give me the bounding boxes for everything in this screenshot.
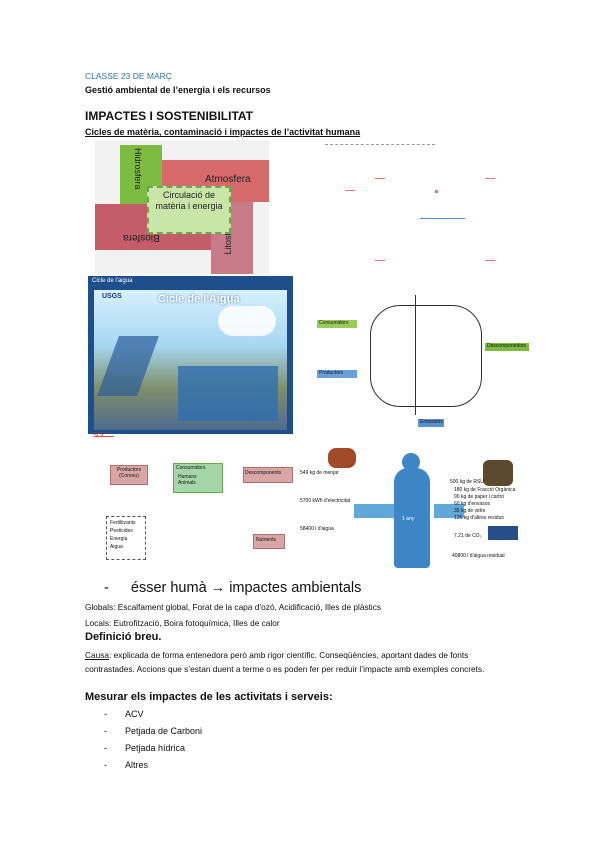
flow-productors: Productors (Conreu) [116,467,142,479]
center-label: Circulació de matèria i energia [155,190,223,211]
carbon-descomponedors: Descomponedors [487,343,527,349]
measure-item-carbon: -Petjada de Carboni [104,726,203,736]
hidrosfera-label: Hidrosfera [133,148,143,190]
flow-input-item: Energia [110,536,128,542]
water-cycle-image: Cicle de l'aigua USGS Cicle de l'Aigua [88,276,293,434]
flow-input-item: Pesticides [110,528,133,534]
human-right-item: 135 kg d'altres residus [454,515,504,521]
human-center: 1 any [402,516,415,522]
measure-item-water: -Petjada hídrica [104,743,186,753]
carbon-productors: Productors [319,370,344,376]
human-water-out: 40800 l d'aigua residual [452,553,505,559]
section-subtitle: Cicles de matèria, contaminació i impact… [85,127,361,137]
carbon-emissions: Emissions [420,419,443,425]
flow-descomponents: Descomponents [245,470,282,476]
usgs-logo: USGS [102,293,122,300]
class-date: CLASSE 23 DE MARÇ [85,71,172,81]
course-title: Gestió ambiental de l’energia i els recu… [85,85,271,95]
human-co2: 7.21 de CO₂ [454,533,482,539]
human-left-food: 549 kg de menjar [300,470,339,476]
section-title: IMPACTES I SOSTENIBILITAT [85,109,253,123]
human-left-elec: 5700 kWh d'electricitat [300,498,351,504]
flow-consumidors: Consumidors [176,465,206,471]
bullet-main: - ésser humà → impactes ambientals [104,580,361,596]
locals-line: Locals: Eutrofització, Boira fotoquímica… [85,618,280,628]
causa-label: Causa [85,650,109,660]
atmosfera-label: Atmosfera [205,174,251,185]
bullet-dash: - [104,580,109,596]
measure-title: Mesurar els impactes de les activitats i… [85,691,333,703]
flow-consumidor-item: Humans [178,474,197,480]
bullet-text: ésser humà → impactes ambientals [130,580,362,596]
water-banner: Cicle de l'aigua [92,278,133,284]
human-right-item: 180 kg de Fracció Orgànica [454,487,516,493]
flow-diagram: SOL Productors (Conreu) Consumidors Huma… [88,430,298,570]
flow-inputs: Fertilitzants Pesticides Energia Aigua [110,519,136,551]
measure-item-others: -Altres [104,760,149,770]
human-right-item: 90 kg de paper i cartró [454,494,505,500]
causa-text: : explicada de forma entenedora però amb… [85,650,485,674]
carbon-cycle-diagram: Consumidors Productors Descomponedors Em… [315,285,530,435]
definition-title: Definició breu. [85,631,162,643]
flow-nutrients: Nutrients [256,537,277,543]
flow-input-item: Fertilitzants [110,520,136,526]
human-right-items: 180 kg de Fracció Orgànica 90 kg de pape… [454,487,515,522]
globals-line: Globals: Escalfament global, Forat de la… [85,602,382,612]
flow-consumidors-items: Humans Animals [178,474,197,486]
human-right-item: 35 kg de vidre [454,508,486,514]
human-footprint-image: 549 kg de menjar 5700 kWh d'electricitat… [298,438,530,570]
faint-cycle-diagram [325,140,515,274]
measure-item-acv: -ACV [104,709,144,719]
carbon-consumidors: Consumidors [319,320,349,326]
spheres-diagram: Hidrosfera Atmosfera Biosfera Litosfera … [95,140,269,274]
flow-consumidor-item: Animals [178,480,196,486]
water-title: Cicle de l'Aigua [158,293,240,305]
causa-paragraph: Causa: explicada de forma entenedora per… [85,648,515,676]
human-left-water: 58400 l d'aigua [300,526,334,532]
human-right-title: 500 kg de RSU [450,479,484,485]
human-right-item: 60 kg d'envasos [454,501,490,507]
flow-input-item: Aigua [110,544,123,550]
